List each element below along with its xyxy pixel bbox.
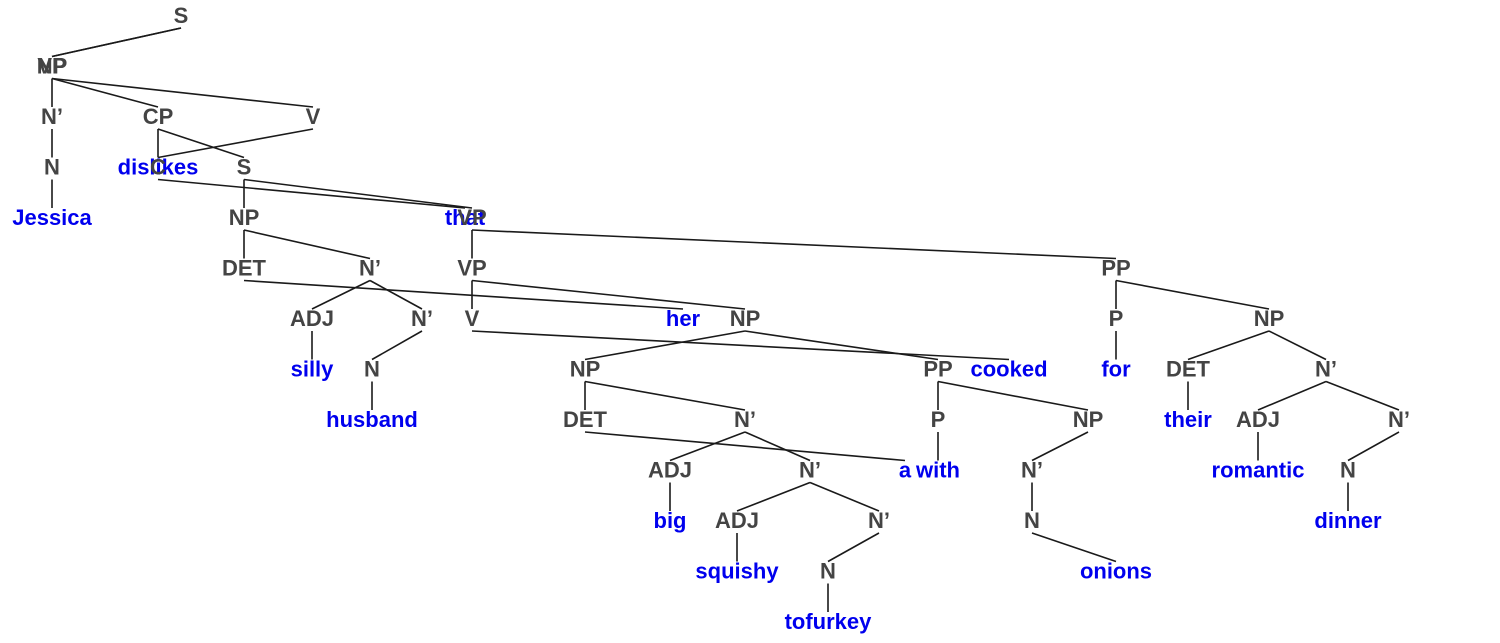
- tree-branch: [744, 330, 939, 361]
- tree-branch: [243, 229, 371, 260]
- tree-branch: [1031, 532, 1117, 563]
- word-jessica: Jessica: [12, 205, 92, 230]
- node-n-bar: N’: [1315, 356, 1337, 381]
- tree-nodes: SNPN’NJessicaVPVdislikesCPCthatSNPDETher…: [12, 3, 1410, 634]
- tree-branch: [157, 178, 466, 209]
- node-n: N: [44, 154, 60, 179]
- tree-branch: [471, 229, 1117, 260]
- node-np: NP: [1254, 306, 1285, 331]
- word-romantic: romantic: [1212, 457, 1305, 482]
- tree-branch: [584, 431, 906, 462]
- node-np: NP: [1073, 407, 1104, 432]
- node-v: V: [465, 306, 480, 331]
- node-cp: CP: [143, 104, 174, 129]
- node-n: N: [364, 356, 380, 381]
- node-vp: VP: [457, 255, 486, 280]
- node-n-bar: N’: [1388, 407, 1410, 432]
- tree-edges: [51, 27, 1400, 612]
- tree-branch: [937, 380, 1089, 411]
- tree-branch: [157, 128, 245, 159]
- tree-branch: [243, 279, 684, 310]
- node-n: N: [1340, 457, 1356, 482]
- node-n-bar: N’: [868, 508, 890, 533]
- word-silly: silly: [291, 356, 335, 381]
- word-onions: onions: [1080, 558, 1152, 583]
- word-with: with: [915, 457, 960, 482]
- tree-branch: [471, 330, 1010, 361]
- tree-branch: [1115, 279, 1270, 310]
- node-pp: PP: [923, 356, 952, 381]
- word-husband: husband: [326, 407, 418, 432]
- node-adj: ADJ: [290, 306, 334, 331]
- node-vp: VP: [37, 53, 66, 78]
- node-v: V: [306, 104, 321, 129]
- node-n-bar: N’: [799, 457, 821, 482]
- node-p: P: [931, 407, 946, 432]
- node-np: NP: [229, 205, 260, 230]
- tree-branch: [827, 532, 880, 563]
- tree-branch: [51, 77, 159, 108]
- node-adj: ADJ: [648, 457, 692, 482]
- word-that: that: [445, 205, 486, 230]
- tree-branch: [1031, 431, 1089, 462]
- word-dinner: dinner: [1314, 508, 1382, 533]
- node-n-bar: N’: [734, 407, 756, 432]
- word-cooked: cooked: [970, 356, 1047, 381]
- tree-branch: [1257, 380, 1327, 411]
- node-vp: VP: [457, 205, 486, 230]
- tree-branch: [1268, 330, 1327, 361]
- word-a: a: [899, 457, 912, 482]
- tree-branch: [369, 279, 423, 310]
- tree-branch: [243, 178, 473, 209]
- tree-branch: [1187, 330, 1270, 361]
- tree-branch: [736, 481, 811, 512]
- node-n: N: [1024, 508, 1040, 533]
- tree-branch: [1347, 431, 1400, 462]
- node-p: P: [1109, 306, 1124, 331]
- tree-branch: [1325, 380, 1400, 411]
- node-pp: PP: [1101, 255, 1130, 280]
- node-c: C: [150, 154, 166, 179]
- tree-branch: [157, 128, 314, 159]
- word-their: their: [1164, 407, 1212, 432]
- node-np: NP: [730, 306, 761, 331]
- node-det: DET: [1166, 356, 1211, 381]
- node-n-bar: N’: [41, 104, 63, 129]
- node-s: S: [237, 154, 252, 179]
- node-adj: ADJ: [1236, 407, 1280, 432]
- word-for: for: [1101, 356, 1131, 381]
- tree-branch: [584, 330, 746, 361]
- word-squishy: squishy: [695, 558, 779, 583]
- tree-branch: [51, 27, 182, 58]
- node-np: NP: [37, 53, 68, 78]
- node-n-bar: N’: [359, 255, 381, 280]
- tree-branch: [809, 481, 880, 512]
- node-n-bar: N’: [1021, 457, 1043, 482]
- tree-branch: [311, 279, 371, 310]
- word-big: big: [654, 508, 687, 533]
- node-n: N: [820, 558, 836, 583]
- tree-branch: [744, 431, 811, 462]
- tree-branch: [371, 330, 423, 361]
- node-adj: ADJ: [715, 508, 759, 533]
- word-tofurkey: tofurkey: [785, 609, 873, 634]
- word-her: her: [666, 306, 701, 331]
- tree-branch: [471, 279, 746, 310]
- node-det: DET: [563, 407, 608, 432]
- node-s: S: [174, 3, 189, 28]
- word-dislikes: dislikes: [118, 154, 199, 179]
- tree-branch: [669, 431, 746, 462]
- tree-branch: [584, 380, 746, 411]
- node-np: NP: [570, 356, 601, 381]
- tree-branch: [51, 77, 314, 108]
- node-det: DET: [222, 255, 267, 280]
- node-n-bar: N’: [411, 306, 433, 331]
